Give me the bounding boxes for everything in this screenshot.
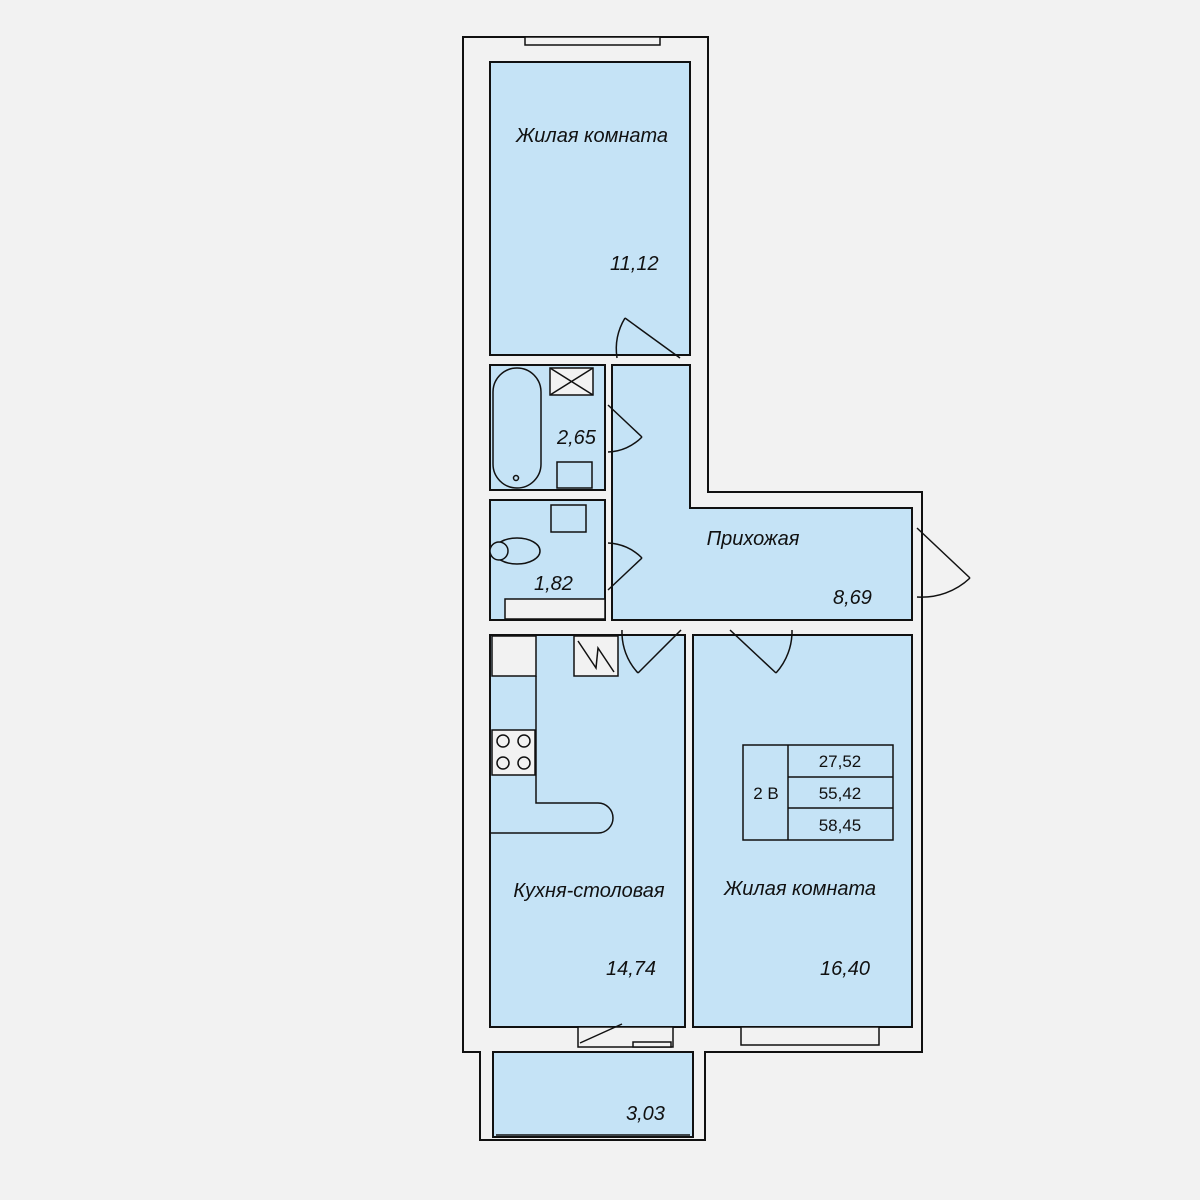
bathtub-icon	[492, 367, 542, 489]
door-living-1[interactable]	[615, 317, 681, 359]
entrance-door[interactable]	[916, 527, 971, 598]
room-label: Жилая комната	[723, 878, 876, 900]
area-summary-table: 2 В 27,52 55,42 58,45	[742, 744, 894, 841]
window	[740, 1026, 880, 1046]
room-area: 16,40	[820, 958, 870, 980]
room-area: 3,03	[626, 1103, 665, 1125]
door-living-2[interactable]	[729, 629, 793, 674]
living-area: 27,52	[819, 752, 862, 771]
kitchen-counter	[490, 676, 614, 834]
room-area: 1,82	[534, 573, 573, 595]
shelf-icon	[504, 598, 606, 620]
boiler-icon	[573, 635, 619, 677]
room-label: Жилая комната	[515, 125, 668, 147]
room-hallway[interactable]	[611, 364, 913, 621]
room-living-2[interactable]	[692, 634, 913, 1028]
stove-icon	[491, 729, 536, 776]
window	[524, 36, 661, 46]
fridge-icon	[491, 635, 537, 677]
sink-icon	[550, 504, 587, 533]
balcony-door[interactable]	[577, 1023, 674, 1048]
sink-icon	[556, 461, 593, 489]
door-kitchen[interactable]	[621, 629, 682, 674]
room-area: 14,74	[606, 958, 656, 980]
room-area: 8,69	[833, 587, 872, 609]
door-bathroom[interactable]	[607, 404, 643, 453]
room-label: Кухня-столовая	[513, 880, 665, 902]
total-area-with-balcony: 58,45	[819, 816, 862, 835]
apartment-type: 2 В	[753, 784, 779, 803]
room-area: 11,12	[610, 253, 659, 275]
washing-machine-icon	[549, 367, 594, 396]
toilet-icon	[489, 537, 541, 565]
room-living-1[interactable]	[489, 61, 691, 356]
room-balcony[interactable]	[492, 1051, 694, 1138]
door-toilet[interactable]	[607, 542, 643, 591]
total-area: 55,42	[819, 784, 862, 803]
room-label: Прихожая	[707, 528, 800, 550]
room-kitchen[interactable]	[489, 634, 686, 1028]
room-area: 2,65	[556, 427, 597, 449]
